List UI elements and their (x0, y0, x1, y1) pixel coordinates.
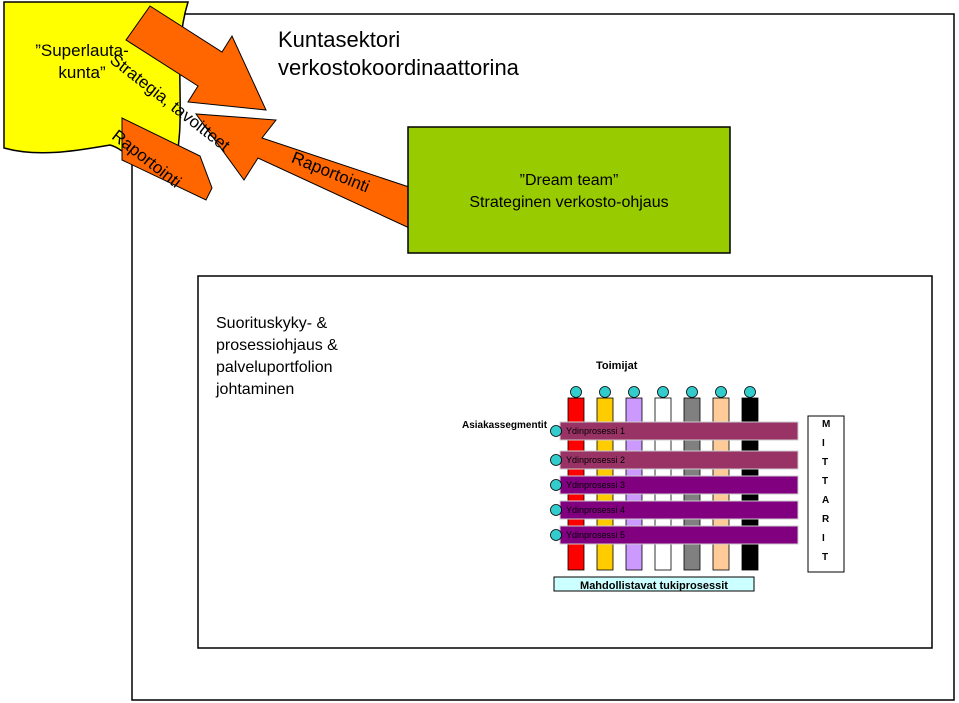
report-arrow-small (121, 117, 213, 201)
process-label: Ydinprosessi 5 (566, 530, 626, 540)
superboard-line1: ”Superlauta- (35, 41, 129, 60)
metric-letter: T (822, 476, 829, 487)
actor-dot (657, 386, 669, 398)
actors-label: Toimijat (596, 360, 638, 372)
segments-label: Asiakassegmentit (462, 420, 548, 431)
metric-letter: A (822, 495, 830, 506)
page-title-line2: verkostokoordinaattorina (278, 55, 519, 80)
actor-dot (599, 386, 611, 398)
actor-dot (686, 386, 698, 398)
outer-frame (131, 13, 955, 701)
report-arrow-large (194, 113, 449, 233)
metric-letter: T (822, 552, 829, 563)
performance-line: Suorituskyky- & (216, 315, 328, 332)
actor-dot (715, 386, 727, 398)
support-process-bar (553, 576, 755, 592)
superboard-line2: kunta” (58, 63, 106, 82)
dream-team-line1: ”Dream team” (519, 172, 619, 189)
process-label: Ydinprosessi 4 (566, 505, 626, 515)
segment-dot (550, 479, 562, 491)
page-title: Kuntasektori verkostokoordinaattorina (278, 26, 519, 82)
metrics-box (807, 415, 845, 573)
process-label: Ydinprosessi 2 (566, 455, 626, 465)
dream-team-label: ”Dream team” Strateginen verkosto-ohjaus (408, 170, 730, 214)
performance-label: Suorituskyky- & prosessiohjaus & palvelupo… (216, 313, 338, 401)
metric-letter: T (822, 457, 829, 468)
performance-line: prosessiohjaus & (216, 337, 338, 354)
dream-team-line2: Strateginen verkosto-ohjaus (469, 194, 669, 211)
actor-dot (570, 386, 582, 398)
actor-dot (628, 386, 640, 398)
metric-letter: I (822, 533, 825, 544)
support-label: Mahdollistavat tukiprosessit (580, 580, 728, 592)
segment-dot (550, 425, 562, 437)
dream-team-box (407, 126, 731, 254)
segment-dot (550, 529, 562, 541)
segment-dot (550, 454, 562, 466)
superboard-label: ”Superlauta- kunta” (22, 40, 142, 84)
metric-letter: R (822, 514, 830, 525)
process-label: Ydinprosessi 3 (566, 480, 626, 490)
actor-dot (744, 386, 756, 398)
performance-line: palveluportfolion (216, 359, 333, 376)
process-label: Ydinprosessi 1 (566, 426, 626, 436)
metric-letter: M (822, 419, 831, 430)
page-title-line1: Kuntasektori (278, 27, 401, 52)
segment-dot (550, 504, 562, 516)
metric-letter: I (822, 438, 825, 449)
performance-line: johtaminen (216, 381, 295, 398)
strategy-arrow (125, 5, 267, 111)
